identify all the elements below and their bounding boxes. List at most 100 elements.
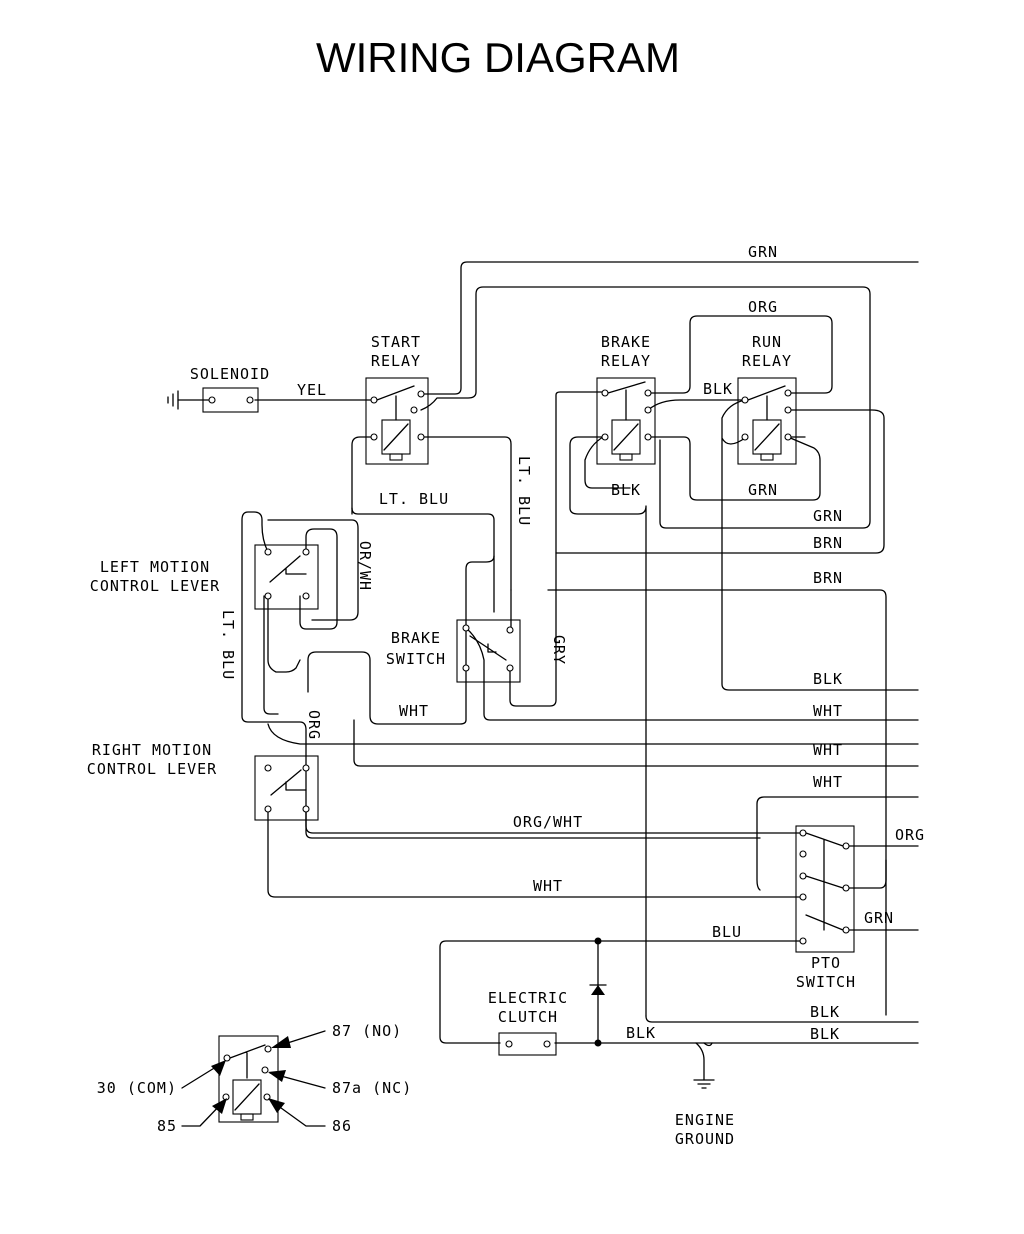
run-relay-label-2: RELAY <box>742 352 792 370</box>
run-relay-body <box>737 377 797 465</box>
legend-terminal <box>223 1054 231 1062</box>
label-org-pto: ORG <box>895 826 925 844</box>
solenoid-terminal <box>246 396 254 404</box>
label-blk-b1: BLK <box>810 1003 840 1021</box>
label-org-top: ORG <box>748 298 778 316</box>
switch-terminal <box>264 592 272 600</box>
left-motion-control-lever: LEFT MOTION CONTROL LEVER <box>90 544 319 610</box>
label-grn-right: GRN <box>813 507 843 525</box>
label-org-wht: ORG/WHT <box>513 813 583 831</box>
diode-triangle <box>591 985 605 995</box>
wire-wht-4 <box>756 796 919 891</box>
brake-relay-label-1: BRAKE <box>601 333 651 351</box>
label-lt-blu-h: LT. BLU <box>379 490 449 508</box>
relay-pin-legend: 87 (NO) 87a (NC) 30 (COM) 85 86 <box>97 1022 412 1135</box>
arrow-85-head <box>212 1098 227 1114</box>
legend-coil-base <box>240 1113 254 1121</box>
relay-terminal <box>417 390 425 398</box>
wire-wht-1 <box>465 627 919 721</box>
switch-terminal <box>842 884 850 892</box>
start-relay-body <box>365 377 429 465</box>
switch-terminal <box>302 548 310 556</box>
right-lever-body <box>254 755 319 821</box>
label-blk-brake: BLK <box>611 481 641 499</box>
label-wht-1: WHT <box>399 702 429 720</box>
wire-org-wht <box>305 808 801 834</box>
legend-pin-87a: 87a (NC) <box>332 1079 412 1097</box>
label-yel: YEL <box>297 381 327 399</box>
pto-switch: PTO SWITCH <box>795 825 856 991</box>
legend-pin-87: 87 (NO) <box>332 1022 402 1040</box>
label-gry: GRY <box>550 635 568 665</box>
switch-terminal <box>302 592 310 600</box>
legend-terminal <box>264 1045 272 1053</box>
switch-terminal <box>799 872 807 880</box>
brake-relay-body <box>596 377 656 465</box>
wire-blk-b1 <box>645 1015 919 1023</box>
relay-terminal <box>410 406 418 414</box>
label-wht-3: WHT <box>813 741 843 759</box>
switch-contact <box>805 832 844 931</box>
relay-coil-base <box>760 453 774 461</box>
label-org-v: ORG <box>305 710 323 740</box>
relay-contact <box>607 381 646 421</box>
diagram-title: WIRING DIAGRAM <box>316 34 680 81</box>
solenoid: SOLENOID <box>167 365 269 413</box>
arrow-86-head <box>268 1098 285 1113</box>
wire-wht-2 <box>263 595 919 767</box>
left-lever-label-1: LEFT MOTION <box>100 558 210 576</box>
legend-pin-86: 86 <box>332 1117 352 1135</box>
relay-terminal <box>741 433 749 441</box>
arrow-87a-head <box>268 1070 286 1082</box>
brake-switch-body <box>456 619 521 683</box>
wire-wht-3 <box>267 723 919 745</box>
arrow-30-head <box>211 1060 226 1076</box>
wire-run-relay-blk <box>721 399 919 691</box>
clutch-terminal <box>543 1040 551 1048</box>
relay-terminal <box>644 389 652 397</box>
label-lt-blu-v1: LT. BLU <box>515 456 533 526</box>
wire-lt-blu-h <box>307 507 495 725</box>
right-lever-label-2: CONTROL LEVER <box>87 760 217 778</box>
wire-or-wh <box>267 519 359 621</box>
relay-coil-mark <box>383 423 409 451</box>
junction-dot <box>594 1039 602 1047</box>
switch-terminal <box>506 626 514 634</box>
pto-switch-body <box>795 825 855 953</box>
label-blk-right: BLK <box>813 670 843 688</box>
wire-left-lever-b <box>267 595 301 673</box>
start-relay-label-1: START <box>371 333 421 351</box>
switch-terminal <box>462 624 470 632</box>
pto-switch-label-1: PTO <box>811 954 841 972</box>
wire-brn-1 <box>509 391 604 707</box>
label-or-wh: OR/WH <box>356 541 374 591</box>
switch-terminal <box>799 937 807 945</box>
left-lever-label-2: CONTROL LEVER <box>90 577 220 595</box>
label-wht-4: WHT <box>813 773 843 791</box>
relay-terminal <box>741 396 749 404</box>
wire-brn-2 <box>547 589 887 1016</box>
switch-terminal <box>799 850 807 858</box>
left-lever-body <box>254 544 319 610</box>
diode <box>589 937 607 1047</box>
switch-terminal <box>264 548 272 556</box>
wire-labels: GRN ORG YEL BLK BLK GRN GRN BRN BRN LT. … <box>219 243 925 1043</box>
relay-terminal <box>370 396 378 404</box>
arrow-86 <box>269 1099 326 1127</box>
legend-pin-30: 30 (COM) <box>97 1079 177 1097</box>
legend-contact <box>229 1044 266 1079</box>
label-blk-run: BLK <box>703 380 733 398</box>
relay-terminal <box>644 406 652 414</box>
wire-grn-right <box>555 409 885 554</box>
pto-switch-label-2: SWITCH <box>796 973 856 991</box>
wire-start-coil <box>351 436 512 613</box>
relay-contact <box>376 385 415 421</box>
legend-terminal <box>261 1066 269 1074</box>
relay-terminal <box>601 433 609 441</box>
label-brn-2: BRN <box>813 569 843 587</box>
wire-blu <box>439 940 801 1044</box>
label-lt-blu-v2: LT. BLU <box>219 610 237 680</box>
label-grn-mid: GRN <box>748 481 778 499</box>
clutch-label-1: ELECTRIC <box>488 989 568 1007</box>
